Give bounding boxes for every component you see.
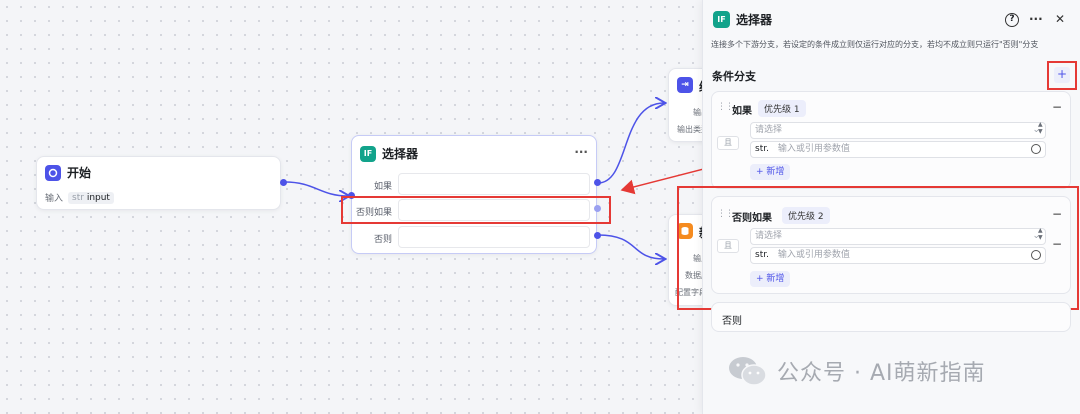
panel-if-icon: IF bbox=[713, 11, 730, 28]
close-icon[interactable]: ✕ bbox=[1055, 12, 1066, 26]
branch-card-else: 否则 bbox=[711, 302, 1071, 332]
watermark: 公众号 · AI萌新指南 bbox=[727, 354, 986, 388]
selector-row-else-field[interactable] bbox=[398, 226, 590, 248]
panel-more-button[interactable]: ··· bbox=[1029, 12, 1043, 26]
branch-elseif-priority: 优先级 2 bbox=[782, 207, 830, 224]
start-input-label: 输入 bbox=[45, 194, 64, 204]
start-input-name: input bbox=[86, 192, 110, 203]
selector-if-port[interactable] bbox=[594, 179, 601, 186]
start-output-port[interactable] bbox=[280, 179, 287, 186]
branch-elseif-add-condition-button[interactable]: + 新增 bbox=[750, 271, 791, 287]
selector-elseif-port[interactable] bbox=[594, 205, 601, 212]
branch-else-title: 否则 bbox=[722, 316, 742, 327]
branch-elseif-variable-select[interactable]: 请选择 ⌄ bbox=[750, 228, 1046, 245]
selector-node-title: 选择器 bbox=[382, 147, 419, 161]
branch-if-variable-select[interactable]: 请选择 ⌄ bbox=[750, 122, 1046, 139]
wechat-icon bbox=[729, 357, 767, 386]
drag-handle-icon[interactable]: ⋮⋮ bbox=[717, 102, 734, 112]
branch-elseif-row-remove[interactable]: − bbox=[1052, 237, 1063, 251]
panel-title: 选择器 bbox=[736, 13, 773, 27]
branch-elseif-logic-toggle[interactable]: 且 bbox=[717, 239, 739, 253]
drag-handle-icon[interactable]: ⋮⋮ bbox=[717, 209, 734, 219]
selector-more-button[interactable]: ··· bbox=[574, 145, 588, 159]
section-title: 条件分支 bbox=[712, 70, 756, 83]
downstream-bottom-line1: 输入 bbox=[693, 254, 709, 263]
branch-if-remove-button[interactable]: − bbox=[1052, 100, 1063, 114]
downstream-top-line2: 输出类型 bbox=[677, 125, 709, 134]
start-node-title: 开始 bbox=[67, 166, 92, 180]
downstream-bottom-line3: 配置字段 bbox=[675, 288, 707, 297]
branch-card-if: ⋮⋮ 如果 优先级 1 − 且 请选择 ⌄ ▲▼ str. 输入或引用参数值 +… bbox=[711, 91, 1071, 189]
selector-config-panel: IF 选择器 ? ··· ✕ 连接多个下游分支，若设定的条件成立则仅运行对应的分… bbox=[677, 0, 1080, 414]
panel-description: 连接多个下游分支，若设定的条件成立则仅运行对应的分支，若均不成立则只运行"否则"… bbox=[711, 40, 1039, 49]
highlight-elseif-branch bbox=[677, 186, 1079, 310]
branch-if-priority: 优先级 1 bbox=[758, 100, 806, 117]
branch-elseif-select-placeholder: 请选择 bbox=[755, 231, 783, 241]
selector-input-port[interactable] bbox=[348, 192, 355, 199]
branch-if-title: 如果 bbox=[732, 106, 752, 117]
database-node-icon bbox=[677, 223, 693, 239]
watermark-text: 公众号 · AI萌新指南 bbox=[777, 361, 986, 386]
code-node-icon: ⇥ bbox=[677, 77, 693, 93]
selector-row-else-label: 否则 bbox=[373, 235, 392, 245]
help-icon[interactable]: ? bbox=[1005, 13, 1019, 27]
highlight-elseif-row bbox=[341, 196, 611, 224]
selector-row-if-label: 如果 bbox=[373, 182, 392, 192]
edge-else-to-bottom-node bbox=[597, 234, 664, 259]
downstream-top-line1: 输出 bbox=[693, 108, 709, 117]
branch-if-logic-label: 且 bbox=[724, 138, 732, 147]
start-node[interactable]: 开始 输入 str input bbox=[36, 156, 281, 210]
branch-if-type-tag: str. bbox=[755, 144, 769, 154]
branch-elseif-remove-button[interactable]: − bbox=[1052, 207, 1063, 221]
add-branch-button[interactable]: + bbox=[1054, 67, 1070, 83]
branch-elseif-title: 否则如果 bbox=[732, 213, 772, 224]
start-input-tag: str input bbox=[68, 191, 114, 204]
selector-row-if-field[interactable] bbox=[398, 173, 590, 195]
branch-elseif-value-placeholder: 输入或引用参数值 bbox=[777, 250, 850, 260]
highlight-add-branch bbox=[1047, 61, 1077, 90]
stepper-icon[interactable]: ▲▼ bbox=[1038, 227, 1043, 241]
variable-reference-icon[interactable] bbox=[1031, 144, 1041, 154]
branch-if-add-condition-button[interactable]: + 新增 bbox=[750, 164, 791, 180]
branch-if-value-input[interactable]: str. 输入或引用参数值 bbox=[750, 141, 1046, 158]
start-input-type: str bbox=[72, 192, 84, 203]
branch-elseif-logic-label: 且 bbox=[724, 241, 732, 250]
edge-start-to-selector bbox=[284, 181, 348, 196]
edge-if-to-top-node bbox=[597, 103, 664, 184]
branch-card-elseif: ⋮⋮ 否则如果 优先级 2 − 且 请选择 ⌄ ▲▼ − str. 输入或引用参… bbox=[711, 196, 1071, 294]
selector-node[interactable]: IF 选择器 ··· 如果 否则如果 否则 bbox=[351, 135, 597, 254]
branch-elseif-value-input[interactable]: str. 输入或引用参数值 bbox=[750, 247, 1046, 264]
branch-if-value-placeholder: 输入或引用参数值 bbox=[777, 144, 850, 154]
branch-if-select-placeholder: 请选择 bbox=[755, 125, 783, 135]
variable-reference-icon[interactable] bbox=[1031, 250, 1041, 260]
downstream-bottom-line2: 数据库 bbox=[685, 271, 709, 280]
branch-if-logic-toggle[interactable]: 且 bbox=[717, 136, 739, 150]
start-icon bbox=[45, 164, 61, 181]
if-icon: IF bbox=[360, 145, 376, 162]
chevron-down-icon: ⌄ bbox=[1032, 231, 1040, 241]
selector-else-port[interactable] bbox=[594, 232, 601, 239]
stepper-icon[interactable]: ▲▼ bbox=[1038, 121, 1043, 135]
branch-elseif-type-tag: str. bbox=[755, 250, 769, 260]
chevron-down-icon: ⌄ bbox=[1032, 125, 1040, 135]
selector-row-elseif-field[interactable] bbox=[398, 199, 590, 221]
selector-row-elseif-label: 否则如果 bbox=[355, 208, 392, 218]
